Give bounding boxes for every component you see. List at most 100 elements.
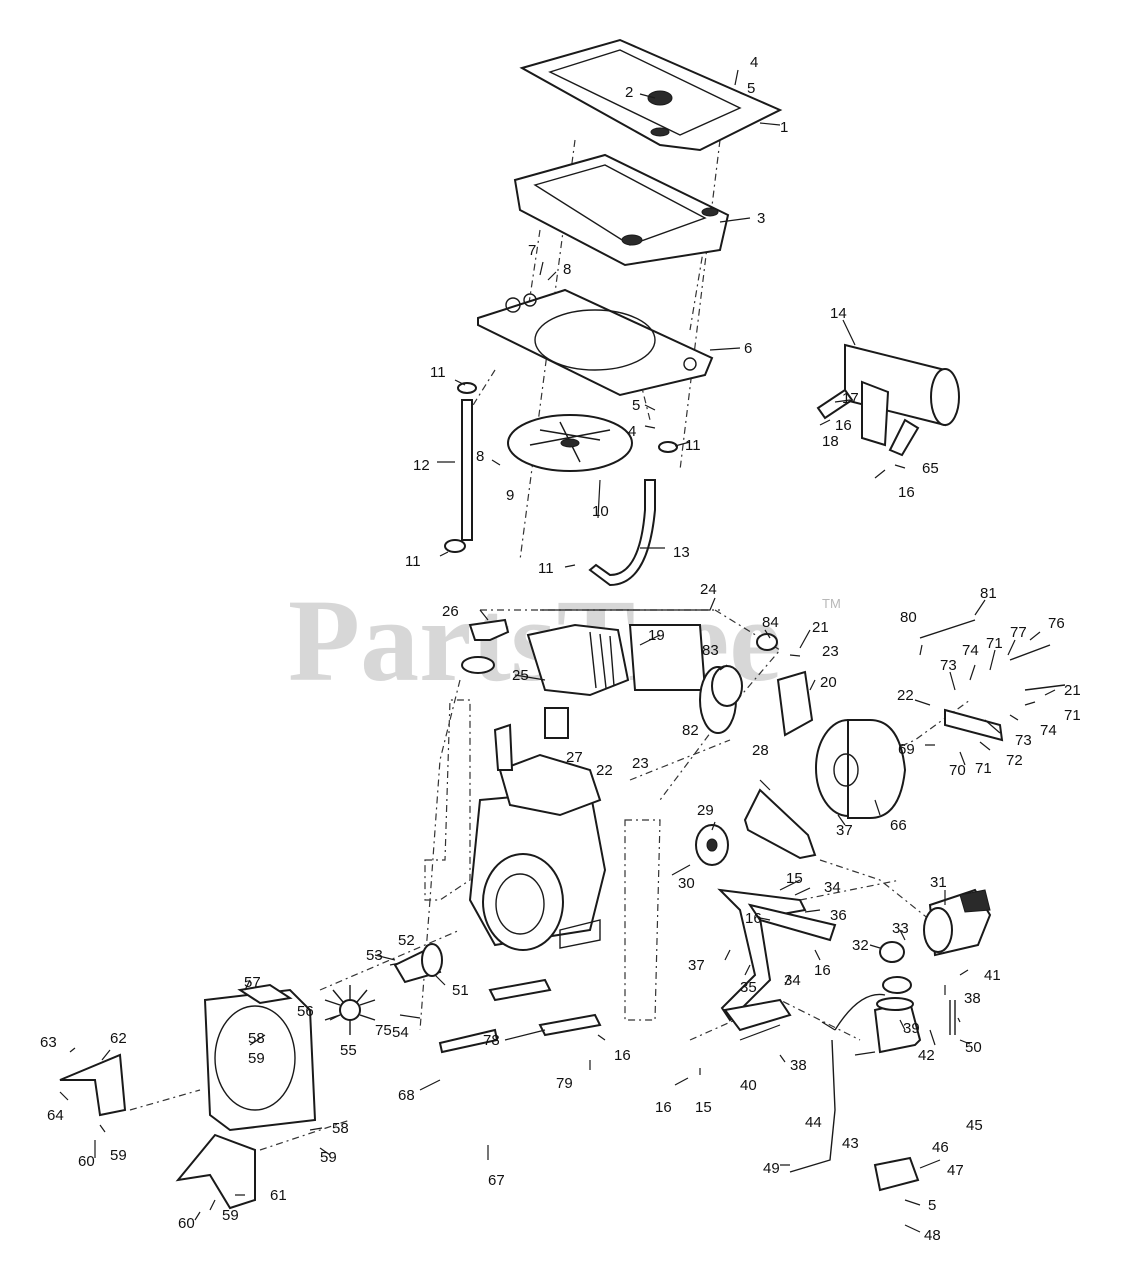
callout-74-dup: 74	[1040, 722, 1057, 739]
callout-47: 47	[947, 1162, 964, 1179]
callout-22: 22	[897, 687, 914, 704]
callout-30: 30	[678, 875, 695, 892]
part-guard-62	[59, 1053, 127, 1117]
callout-16-dup: 16	[745, 910, 762, 927]
callout-37-dup: 37	[836, 822, 853, 839]
callout-16-dup-5: 16	[835, 417, 852, 434]
callout-59-dup-2: 59	[320, 1149, 337, 1166]
callout-80: 80	[900, 609, 917, 626]
callout-59-dup-3: 59	[222, 1207, 239, 1224]
callout-6: 6	[744, 340, 752, 357]
part-coupler-32	[879, 941, 905, 963]
callout-5-dup-2: 5	[928, 1197, 936, 1214]
callout-37: 37	[688, 957, 705, 974]
callout-19: 19	[648, 627, 665, 644]
callout-71: 71	[986, 635, 1003, 652]
callout-60-dup: 60	[178, 1215, 195, 1232]
callout-40: 40	[740, 1077, 757, 1094]
part-fan-blade	[324, 985, 376, 1035]
callout-54: 54	[392, 1024, 409, 1041]
callout-3: 3	[757, 210, 765, 227]
callout-39: 39	[903, 1020, 920, 1037]
part-fan	[507, 414, 633, 472]
callout-16-dup-4: 16	[655, 1099, 672, 1116]
callout-44: 44	[805, 1114, 822, 1131]
callout-61: 61	[270, 1187, 287, 1204]
callout-4-dup: 4	[628, 423, 636, 440]
frame-right-outline	[624, 819, 661, 1021]
callout-17: 17	[842, 390, 859, 407]
part-clamp-upper	[457, 382, 477, 394]
callout-11-dup: 11	[685, 437, 701, 454]
callout-69: 69	[898, 741, 915, 758]
callout-59: 59	[248, 1050, 265, 1067]
callout-25: 25	[512, 667, 529, 684]
callout-23: 23	[822, 643, 839, 660]
callout-82: 82	[682, 722, 699, 739]
part-frame	[513, 153, 730, 267]
callout-56: 56	[297, 1003, 314, 1020]
frame-left-outline	[424, 699, 471, 901]
callout-66: 66	[890, 817, 907, 834]
callout-28: 28	[752, 742, 769, 759]
callout-15-dup: 15	[695, 1099, 712, 1116]
callout-23-dup: 23	[632, 755, 649, 772]
part-clamp-lower	[444, 539, 466, 553]
callout-2: 2	[625, 84, 633, 101]
part-clutch	[815, 719, 907, 819]
callout-41: 41	[984, 967, 1001, 984]
callout-83: 83	[702, 642, 719, 659]
leader-lines	[59, 69, 1056, 1233]
callout-74: 74	[962, 642, 979, 659]
callout-58: 58	[248, 1030, 265, 1047]
part-guard-61	[175, 1133, 256, 1210]
callout-5-dup: 5	[632, 397, 640, 414]
part-shroud	[203, 983, 317, 1132]
callout-55: 55	[340, 1042, 357, 1059]
part-hose-49	[789, 1039, 836, 1173]
callout-31: 31	[930, 874, 947, 891]
callout-59-dup: 59	[110, 1147, 127, 1164]
part-drive-bracket	[717, 888, 837, 1032]
callout-34: 34	[824, 879, 841, 896]
callout-15: 15	[786, 870, 803, 887]
part-engine	[468, 723, 607, 951]
callout-65: 65	[922, 460, 939, 477]
callout-42: 42	[918, 1047, 935, 1064]
callout-38-dup: 38	[790, 1057, 807, 1074]
callout-35: 35	[740, 979, 757, 996]
callout-11-dup-2: 11	[405, 553, 421, 570]
callout-73-dup: 73	[1015, 732, 1032, 749]
callout-34-dup: 34	[784, 972, 801, 989]
part-tank	[873, 976, 922, 1192]
callout-21-dup: 21	[1064, 682, 1081, 699]
callout-labels: 1 2 3 4 5 6 7 8 9 10 11 12 13 14 15 16 1…	[40, 54, 1081, 1244]
callout-38: 38	[964, 990, 981, 1007]
part-shaft-68	[438, 1028, 499, 1054]
callout-48: 48	[924, 1227, 941, 1244]
callout-21: 21	[812, 619, 829, 636]
callout-11-dup-3: 11	[538, 560, 554, 577]
callout-51: 51	[452, 982, 469, 999]
callout-7: 7	[528, 242, 536, 259]
callout-8: 8	[563, 261, 571, 278]
callout-73: 73	[940, 657, 957, 674]
callout-77: 77	[1010, 624, 1027, 641]
callout-43: 43	[842, 1135, 859, 1152]
callout-16-dup-3: 16	[614, 1047, 631, 1064]
callout-4: 4	[750, 54, 758, 71]
part-hose-12	[461, 399, 473, 541]
part-mount-78-lower	[538, 1013, 602, 1037]
callout-12: 12	[413, 457, 430, 474]
callout-18: 18	[822, 433, 839, 450]
callout-52: 52	[398, 932, 415, 949]
callout-50: 50	[965, 1039, 982, 1056]
watermark-trademark: TM	[822, 596, 841, 611]
callout-57: 57	[244, 974, 261, 991]
callout-24: 24	[700, 581, 717, 598]
callout-79: 79	[556, 1075, 573, 1092]
callout-84: 84	[762, 614, 779, 631]
callout-20: 20	[820, 674, 837, 691]
callout-11: 11	[430, 364, 446, 381]
callout-67: 67	[488, 1172, 505, 1189]
